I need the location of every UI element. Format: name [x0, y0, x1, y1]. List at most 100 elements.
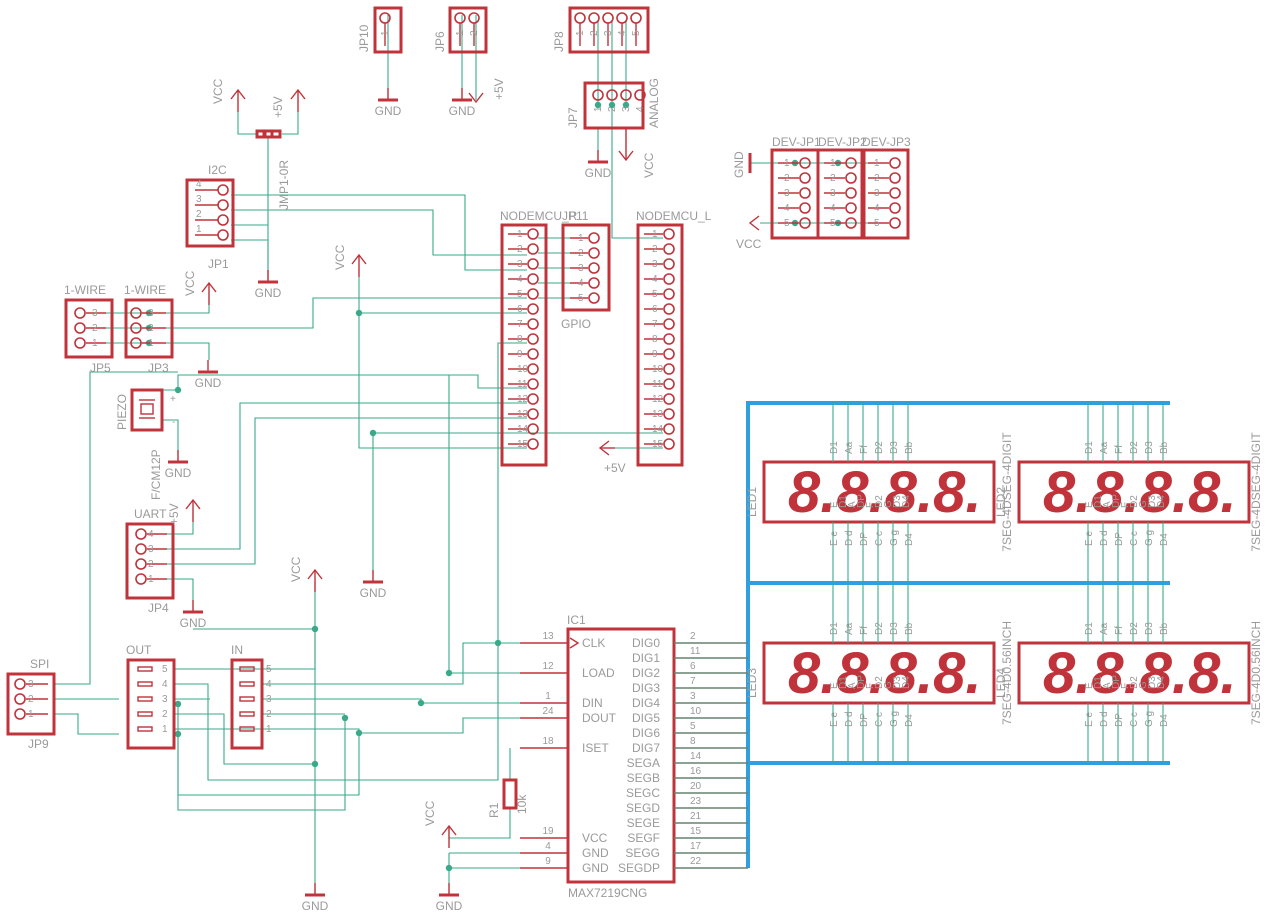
- ic1-left-pin-name: GND: [582, 861, 609, 875]
- ic1-right-pin-number: 14: [690, 751, 702, 762]
- piezo-gnd-wire: [162, 419, 179, 462]
- nodemcu-l-pin-circle: [663, 363, 675, 375]
- r1-body: [502, 778, 518, 810]
- dev-pin-circle: [845, 202, 857, 214]
- in-pin-pad: [239, 666, 255, 672]
- display-top-pin-label: D3: [1144, 622, 1155, 635]
- jp7-pin-circle: [620, 89, 632, 101]
- dev-pin-circle: [799, 202, 811, 214]
- nodemcu-l-pin-number: 3: [652, 259, 658, 270]
- uart-5v-label: +5V: [167, 503, 181, 525]
- ic1-left-pin-number: 18: [542, 736, 554, 747]
- out-clk-wire: [174, 642, 560, 781]
- nodemcu-l-name: NODEMCU_L: [636, 209, 712, 223]
- i2c-pin-number: 3: [196, 194, 202, 205]
- spi-pin-circle: [14, 708, 26, 720]
- uart-pin-number: 2: [148, 559, 154, 570]
- vcc-rail-wire: [358, 277, 527, 449]
- jp8-pin-circle: [602, 12, 614, 24]
- display-top-pin-label: Ff: [1114, 626, 1125, 635]
- junction-dot: [417, 699, 425, 707]
- jp8-outline: [568, 6, 650, 54]
- out-gnd-label: GND: [302, 899, 329, 913]
- ic1-left-pin-number: 13: [542, 631, 554, 642]
- nodemcu-r-pin-number: 13: [517, 409, 529, 420]
- display-mid-pin-label: A: [847, 682, 858, 689]
- dev-jp3-name: DEV-JP3: [862, 135, 911, 149]
- dev-pin-circle: [799, 157, 811, 169]
- ic1-left-pin-number: 24: [542, 706, 554, 717]
- jp8-pin-number: 4: [617, 30, 628, 36]
- display-bottom-pin-label: D d: [844, 530, 855, 546]
- jp7-pin-circle: [592, 89, 604, 101]
- display-top-pin-label: D2: [874, 622, 885, 635]
- uart-label: UART: [134, 507, 167, 521]
- i2c-pin-number: 1: [196, 224, 202, 235]
- gpio-label: GPIO: [561, 317, 591, 331]
- jp6-pin-number: 1: [455, 30, 466, 36]
- display-1-outline: [762, 460, 996, 524]
- jp10-name: JP10: [357, 24, 371, 52]
- ic1-outline: [566, 627, 676, 884]
- nodemcu-r-pin-number: 6: [517, 304, 523, 315]
- display-top-pin-label: D3: [1144, 441, 1155, 454]
- display-2-outline: [1017, 460, 1251, 524]
- jp3-outline: [124, 298, 174, 359]
- display-1-digits: 8.8.8.8.: [788, 460, 981, 525]
- dev-pin-circle: [799, 172, 811, 184]
- display-top-pin-label: Bb: [904, 441, 915, 454]
- display-bottom-pin-label: G g: [889, 530, 900, 546]
- ic1-clk-symbol: [569, 637, 580, 649]
- ic1-right-pin-name: SEGA: [627, 756, 660, 770]
- dev-pin-circle: [845, 172, 857, 184]
- jp5-name: JP5: [90, 361, 111, 375]
- display-bottom-pin-label: D4: [1159, 714, 1170, 727]
- jp7-name: JP7: [566, 107, 580, 128]
- display-mid-pin-label: D3: [1147, 495, 1158, 508]
- display-mid-pin-label: D4: [1156, 676, 1167, 689]
- display-mid-pin-label: A: [1102, 501, 1113, 508]
- display-mid-pin-label: A: [1102, 682, 1113, 689]
- dev-pin-circle: [845, 217, 857, 229]
- jp8-pin-number: 3: [603, 30, 614, 36]
- jp7-outline: [583, 81, 645, 130]
- gpio-pin-number: 1: [578, 233, 584, 244]
- uart-pin-number: 3: [148, 544, 154, 555]
- dev-pin-circle: [889, 187, 901, 199]
- nodemcu-l-pin-number: 8: [652, 334, 658, 345]
- out-pin-number: 4: [162, 679, 168, 690]
- nodemcu-l-pin-circle: [663, 318, 675, 330]
- spi-name: JP9: [28, 737, 49, 751]
- display-mid-pin-label: D1: [1093, 495, 1104, 508]
- display-bottom-pin-label: D d: [844, 711, 855, 727]
- piezo-name: F/CM12P: [149, 449, 163, 500]
- display-mid-pin-label: F: [1120, 683, 1131, 689]
- display-top-pin-label: Bb: [1159, 622, 1170, 635]
- jp3-pin-number: 2: [148, 323, 154, 334]
- display-mid-pin-label: D2: [874, 495, 885, 508]
- nodemcu-l-pin-number: 11: [652, 379, 663, 390]
- display-1-value: 7SEG-4DSEG-4DIGIT: [1000, 432, 1014, 552]
- jp8-name: JP8: [552, 31, 566, 52]
- display-2-name: LED2: [994, 487, 1008, 517]
- dev-pin-number: 4: [874, 203, 880, 214]
- nodemcu-r-pin-circle: [527, 378, 539, 390]
- display-top-pin-label: D2: [1129, 441, 1140, 454]
- i2c-gnd-wire: [231, 239, 269, 282]
- ic1-right-pin-name: DIG2: [632, 666, 660, 680]
- jmp-vcc-wire: [237, 112, 258, 135]
- ic1-gnd-label: GND: [436, 899, 463, 913]
- spi-wire-1: [54, 713, 119, 735]
- parts-layer: [6, 6, 1251, 897]
- uart-pin-circle: [135, 558, 147, 570]
- display-top-pin-label: D1: [1084, 441, 1095, 454]
- nodemcu-l-pin-circle: [663, 273, 675, 285]
- out-pin-number: 2: [162, 709, 168, 720]
- jmp-5v-wire: [282, 112, 299, 135]
- display-top-pin-label: Aa: [844, 622, 855, 635]
- junction-dot: [341, 714, 349, 722]
- jp6-name: JP6: [433, 31, 447, 52]
- nodemcu-l-pin-number: 7: [652, 319, 658, 330]
- jp5-pin-circle: [74, 322, 86, 334]
- display-mid-pin-label: G: [1138, 500, 1149, 508]
